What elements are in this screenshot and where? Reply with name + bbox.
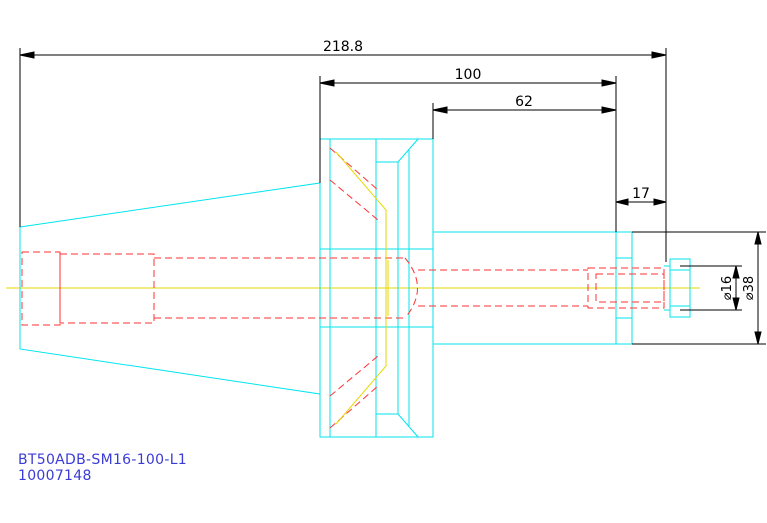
hidden-lines xyxy=(21,147,665,429)
dim-flange-to-end: 62 xyxy=(515,94,533,110)
v-groove-outline xyxy=(375,138,419,163)
dimension-lines xyxy=(19,48,766,345)
nose-ring-outline xyxy=(615,231,633,345)
model-number: BT50ADB-SM16-100-L1 xyxy=(18,452,187,468)
nut-outline xyxy=(669,258,691,318)
holder-outline xyxy=(19,138,691,438)
dim-overall-length: 218.8 xyxy=(323,39,363,55)
dim-gauge-to-end: 100 xyxy=(455,67,482,83)
article-code: 10007148 xyxy=(18,468,92,484)
dim-nose-length: 17 xyxy=(632,186,650,202)
dim-bore-diameter: ⌀16 xyxy=(720,276,735,300)
dim-nose-diameter: ⌀38 xyxy=(742,276,757,300)
internal-lines xyxy=(335,151,389,425)
